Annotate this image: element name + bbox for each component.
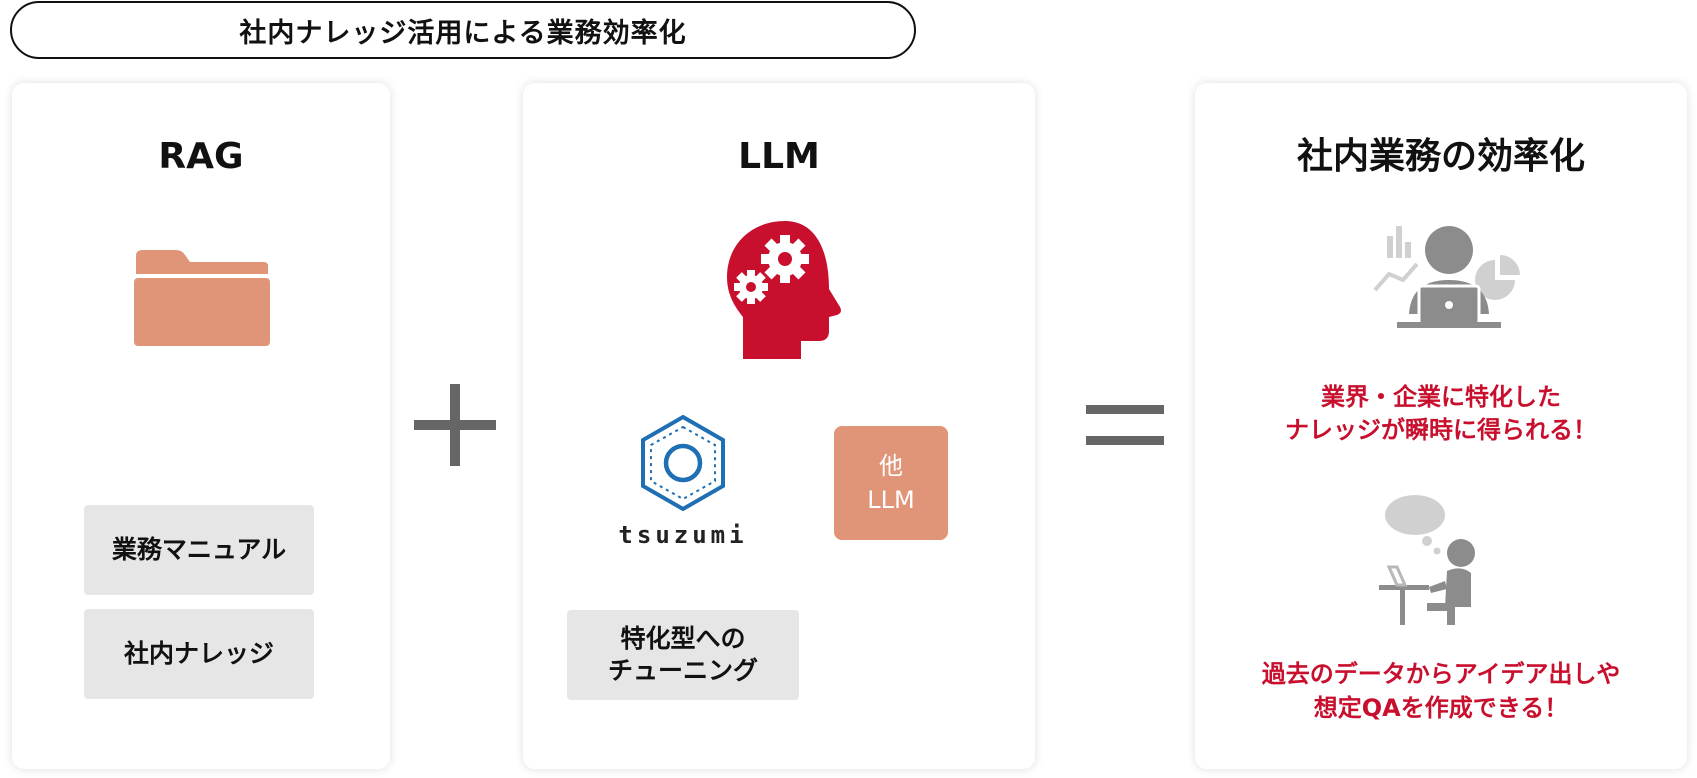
tuning-line1: 特化型への [620,624,746,653]
other-llm-box: 他 LLM [834,426,948,540]
efficiency-title: 社内業務の効率化 [1296,136,1585,177]
head-gears-icon [727,221,841,359]
benefit-idea-generation-line1: 過去のデータからアイデア出しや [1261,660,1621,688]
rag-panel: RAG 業務マニュアル 社内ナレッジ [12,83,390,769]
efficiency-panel: 社内業務の効率化 業界・企業に特化した ナレッジが瞬時に得られる！ 過去のデータ… [1195,83,1687,769]
folder-icon [134,250,270,346]
rag-title: RAG [158,136,244,177]
equals-icon [1086,405,1164,445]
benefit-idea-generation-line2: 想定QAを作成できる！ [1313,694,1569,722]
benefit-instant-knowledge-line1: 業界・企業に特化した [1321,383,1561,411]
rag-item-knowledge: 社内ナレッジ [84,609,314,699]
page-title: 社内ナレッジ活用による業務効率化 [10,1,916,59]
other-llm-line2: LLM [867,486,915,514]
other-llm-line1: 他 [879,452,903,480]
tsuzumi-label: tsuzumi [618,521,748,549]
person-thinking-icon [1379,495,1475,625]
tuning-box: 特化型への チューニング [567,610,799,700]
rag-item-manual: 業務マニュアル [84,505,314,595]
tsuzumi-logo-icon [641,414,725,512]
llm-panel: LLM [523,83,1035,769]
tuning-line2: チューニング [607,656,758,685]
person-laptop-charts-icon [1373,226,1520,328]
benefit-instant-knowledge-line2: ナレッジが瞬時に得られる！ [1285,416,1597,444]
plus-icon [414,384,496,466]
llm-title: LLM [738,136,820,177]
